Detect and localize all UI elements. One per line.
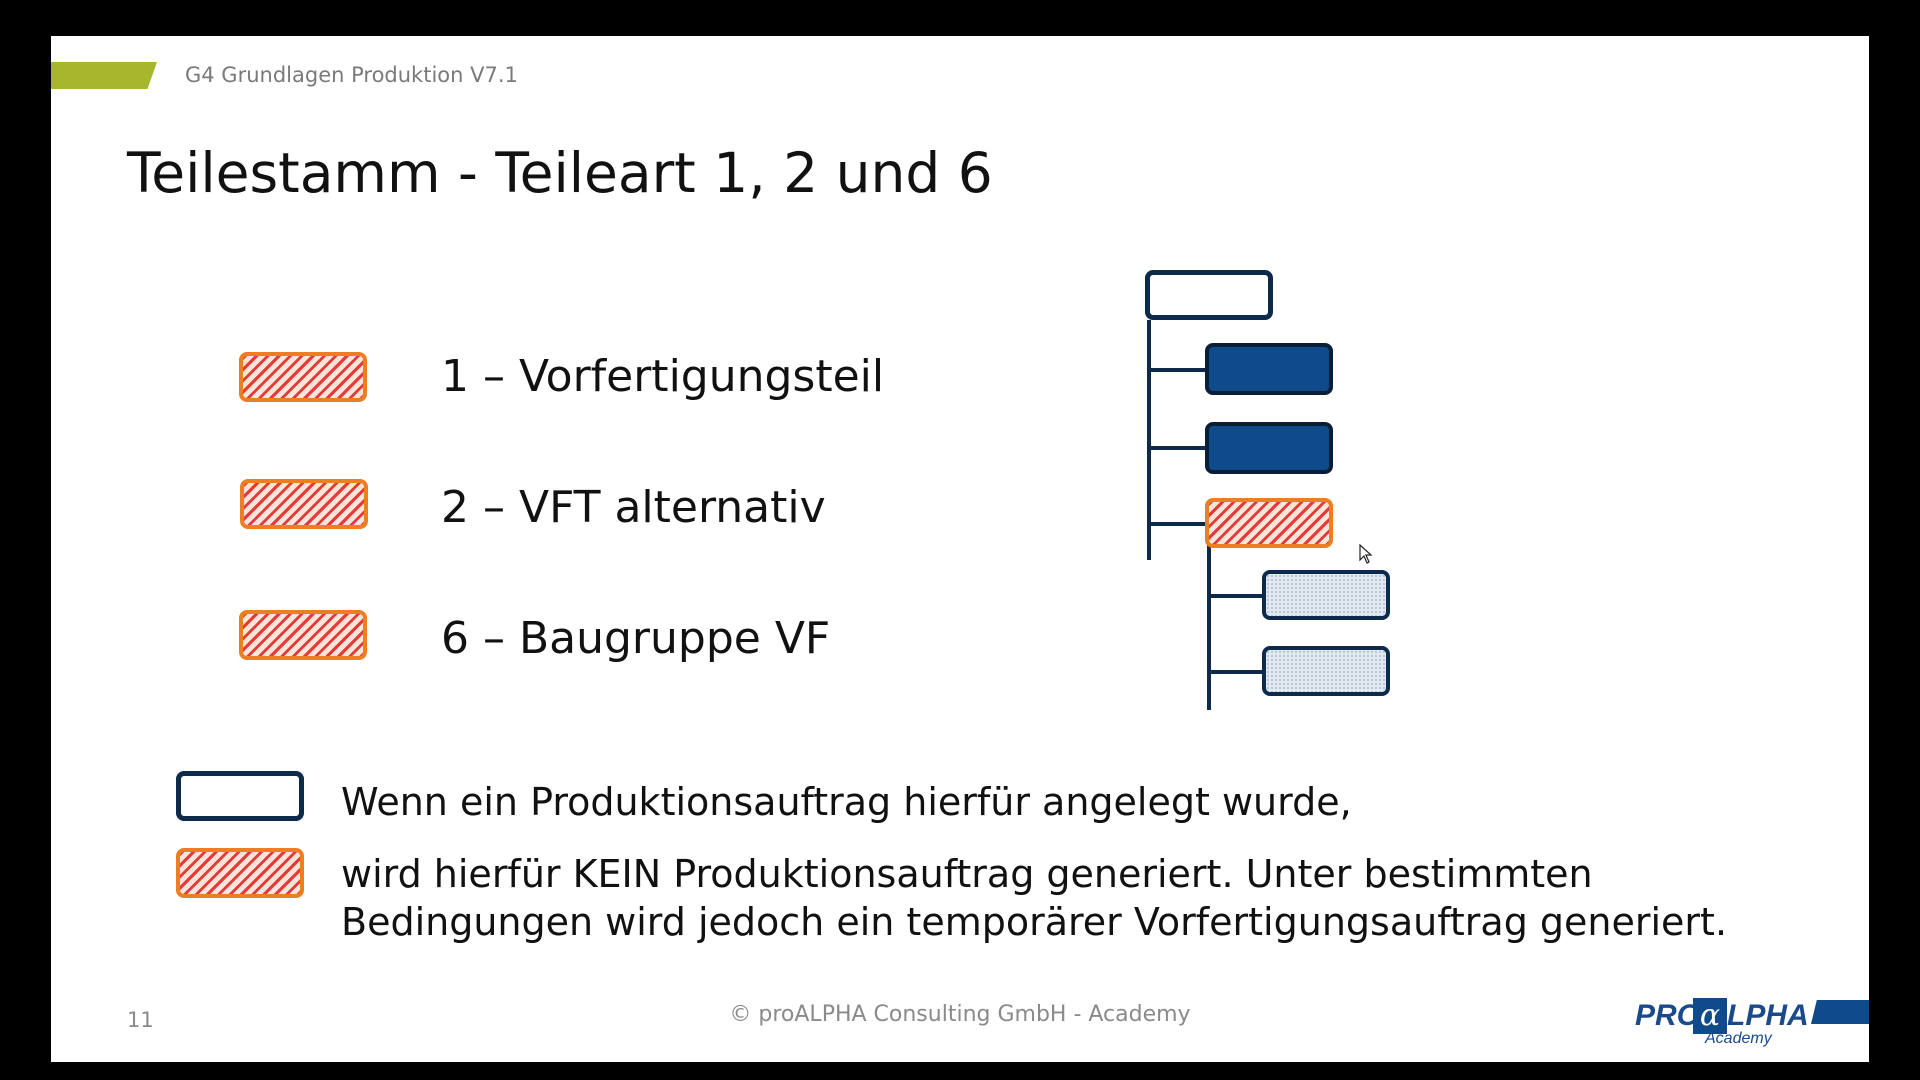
tree-node-grandchild-2: [1262, 646, 1390, 696]
legend-swatch-3: [239, 610, 367, 660]
legend-label-3: 6 – Baugruppe VF: [441, 613, 831, 664]
tree-node-root: [1145, 270, 1273, 320]
tree-subtrunk-line: [1207, 544, 1211, 710]
note-hatched-text-line2: Bedingungen wird jedoch ein temporärer V…: [341, 900, 1728, 944]
tree-branch-line-3: [1147, 522, 1207, 526]
logo-pro-text: PRO: [1635, 999, 1701, 1032]
page-number: 11: [127, 1008, 154, 1032]
logo-lpha-text: LPHA: [1727, 999, 1809, 1032]
tree-branch-line-1: [1147, 368, 1207, 372]
mouse-cursor-icon: [1359, 544, 1373, 564]
tree-branch-line-2: [1147, 446, 1207, 450]
legend-label-1: 1 – Vorfertigungsteil: [441, 351, 885, 402]
course-title: G4 Grundlagen Produktion V7.1: [185, 63, 518, 87]
tree-node-grandchild-1: [1262, 570, 1390, 620]
tree-node-child-1: [1205, 343, 1333, 395]
proalpha-logo: PRO α LPHA Academy: [1635, 996, 1869, 1056]
note-swatch-hatched: [176, 848, 304, 898]
tree-branch-line-5: [1207, 670, 1263, 674]
tree-branch-line-4: [1207, 594, 1263, 598]
logo-bar-decoration: [1811, 1000, 1869, 1024]
note-hatched-text-line1: wird hierfür KEIN Produktionsauftrag gen…: [341, 852, 1593, 896]
logo-academy-text: Academy: [1705, 1030, 1772, 1047]
legend-label-2: 2 – VFT alternativ: [441, 482, 826, 533]
slide: G4 Grundlagen Produktion V7.1 Teilestamm…: [51, 36, 1869, 1062]
note-swatch-outline: [176, 771, 304, 821]
footer-copyright: © proALPHA Consulting GmbH - Academy: [729, 1002, 1191, 1027]
legend-swatch-2: [240, 479, 368, 529]
slide-title: Teilestamm - Teileart 1, 2 und 6: [127, 141, 993, 205]
tree-node-child-2: [1205, 422, 1333, 474]
note-outline-text: Wenn ein Produktionsauftrag hierfür ange…: [341, 780, 1352, 824]
legend-swatch-1: [239, 352, 367, 402]
tree-trunk-line: [1147, 320, 1151, 560]
logo-alpha-icon: α: [1693, 998, 1727, 1034]
tree-node-child-3-hatched: [1205, 498, 1333, 548]
accent-bar: [51, 62, 157, 89]
